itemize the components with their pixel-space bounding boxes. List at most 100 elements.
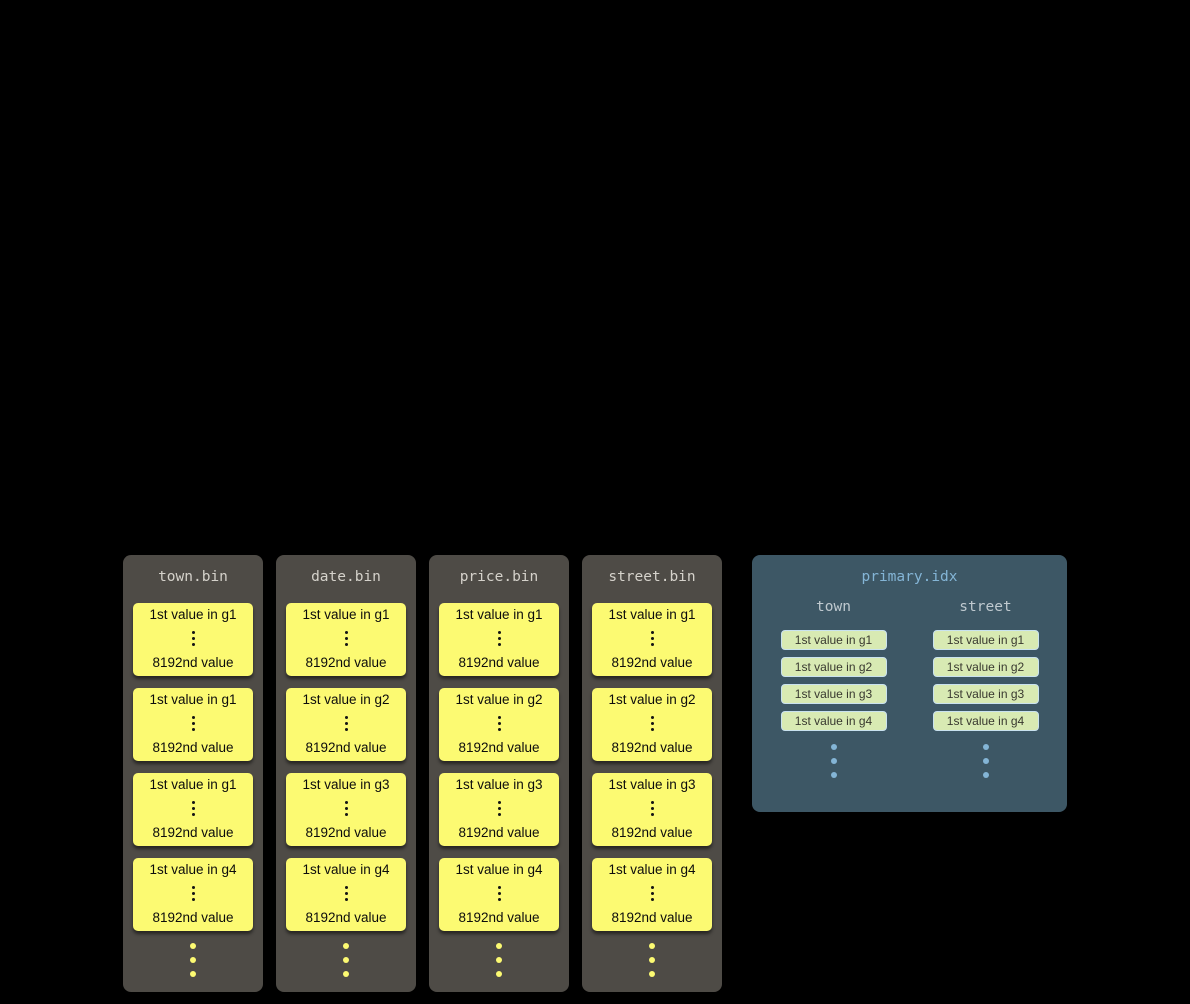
ellipsis-dot (190, 971, 196, 977)
ellipsis-dot (649, 971, 655, 977)
granule-last-value-label: 8192nd value (305, 910, 387, 925)
vertical-ellipsis-icon (191, 631, 195, 646)
ellipsis-dot (191, 807, 195, 810)
ellipsis-dot (830, 744, 837, 750)
granule-last-value-label: 8192nd value (458, 910, 540, 925)
ellipsis-dot (496, 943, 502, 949)
granule-last-value-label: 8192nd value (458, 655, 540, 670)
ellipsis-dot (191, 813, 195, 816)
ellipsis-dot (650, 898, 654, 901)
granule-first-value-label: 1st value in g1 (149, 692, 237, 707)
index-mark-entry: 1st value in g3 (932, 684, 1039, 704)
ellipsis-dot (344, 886, 348, 889)
ellipsis-dot (191, 631, 195, 634)
ellipsis-dot (344, 643, 348, 646)
ellipsis-dot (496, 957, 502, 963)
granule-first-value-label: 1st value in g1 (149, 607, 237, 622)
more-entries-ellipsis-icon (774, 744, 894, 778)
ellipsis-dot (650, 807, 654, 810)
ellipsis-dot (650, 643, 654, 646)
vertical-ellipsis-icon (344, 886, 348, 901)
granule-block: 1st value in g1 8192nd value (286, 603, 406, 676)
ellipsis-dot (497, 643, 501, 646)
ellipsis-dot (343, 971, 349, 977)
ellipsis-dot (344, 637, 348, 640)
ellipsis-dot (497, 637, 501, 640)
granule-block: 1st value in g3 8192nd value (286, 773, 406, 846)
ellipsis-dot (650, 728, 654, 731)
primary-idx-title: primary.idx (861, 569, 958, 585)
ellipsis-dot (650, 637, 654, 640)
more-granules-ellipsis-icon (582, 943, 722, 977)
ellipsis-dot (344, 898, 348, 901)
granule-block: 1st value in g1 8192nd value (133, 688, 253, 761)
index-mark-entry: 1st value in g1 (932, 630, 1039, 650)
index-column-header: street (959, 599, 1012, 615)
ellipsis-dot (650, 801, 654, 804)
granule-first-value-label: 1st value in g2 (455, 692, 543, 707)
vertical-ellipsis-icon (497, 716, 501, 731)
ellipsis-dot (191, 898, 195, 901)
granule-block: 1st value in g3 8192nd value (439, 773, 559, 846)
ellipsis-dot (497, 801, 501, 804)
bin-file-title: price.bin (459, 569, 539, 585)
ellipsis-dot (344, 728, 348, 731)
vertical-ellipsis-icon (650, 801, 654, 816)
ellipsis-dot (344, 716, 348, 719)
vertical-ellipsis-icon (191, 716, 195, 731)
granule-first-value-label: 1st value in g3 (455, 777, 543, 792)
granule-last-value-label: 8192nd value (458, 825, 540, 840)
granule-last-value-label: 8192nd value (611, 825, 693, 840)
granule-first-value-label: 1st value in g4 (302, 862, 390, 877)
index-mark-entry: 1st value in g2 (932, 657, 1039, 677)
vertical-ellipsis-icon (344, 716, 348, 731)
granule-first-value-label: 1st value in g1 (455, 607, 543, 622)
granule-last-value-label: 8192nd value (152, 655, 234, 670)
more-entries-ellipsis-icon (926, 744, 1046, 778)
granule-first-value-label: 1st value in g2 (302, 692, 390, 707)
primary-idx-columns: town 1st value in g1 1st value in g2 1st va… (752, 599, 1067, 778)
ellipsis-dot (497, 886, 501, 889)
ellipsis-dot (497, 898, 501, 901)
vertical-ellipsis-icon (344, 801, 348, 816)
ellipsis-dot (191, 716, 195, 719)
more-granules-ellipsis-icon (276, 943, 416, 977)
index-mark-entry: 1st value in g2 (780, 657, 887, 677)
granule-first-value-label: 1st value in g1 (302, 607, 390, 622)
ellipsis-dot (497, 728, 501, 731)
index-mark-entry: 1st value in g3 (780, 684, 887, 704)
granule-last-value-label: 8192nd value (305, 655, 387, 670)
ellipsis-dot (649, 943, 655, 949)
vertical-ellipsis-icon (650, 886, 654, 901)
vertical-ellipsis-icon (497, 631, 501, 646)
ellipsis-dot (497, 722, 501, 725)
granule-first-value-label: 1st value in g2 (608, 692, 696, 707)
ellipsis-dot (191, 886, 195, 889)
bin-file-title: date.bin (311, 569, 381, 585)
ellipsis-dot (497, 892, 501, 895)
granule-last-value-label: 8192nd value (305, 825, 387, 840)
ellipsis-dot (344, 813, 348, 816)
granule-last-value-label: 8192nd value (305, 740, 387, 755)
vertical-ellipsis-icon (191, 886, 195, 901)
ellipsis-dot (830, 772, 837, 778)
ellipsis-dot (982, 744, 989, 750)
granule-first-value-label: 1st value in g3 (302, 777, 390, 792)
granule-first-value-label: 1st value in g4 (455, 862, 543, 877)
granule-last-value-label: 8192nd value (152, 740, 234, 755)
ellipsis-dot (497, 631, 501, 634)
index-column-header: town (816, 599, 851, 615)
granule-last-value-label: 8192nd value (611, 655, 693, 670)
more-granules-ellipsis-icon (123, 943, 263, 977)
